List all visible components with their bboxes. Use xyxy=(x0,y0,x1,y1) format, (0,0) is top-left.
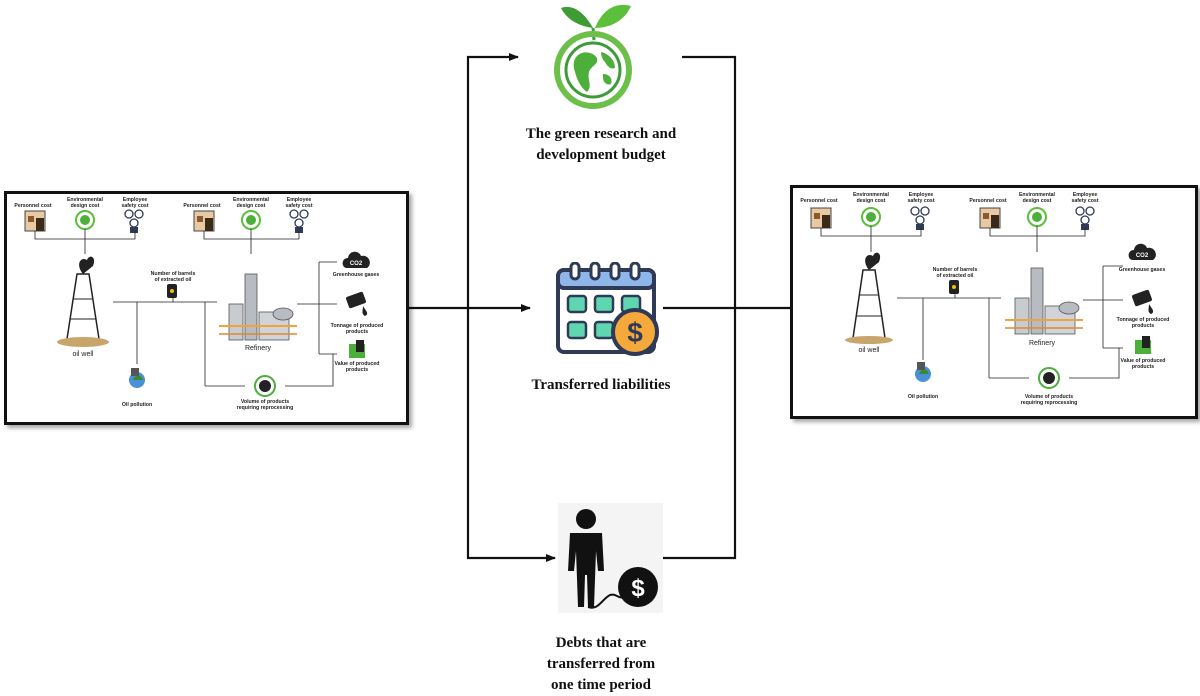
co2-cloud-icon: CO2 xyxy=(1128,243,1156,260)
debts-line1: Debts that are xyxy=(555,635,647,651)
personnel-icon-2 xyxy=(193,210,215,232)
safety-icon xyxy=(124,209,144,233)
liabilities-caption: Transferred liabilities xyxy=(531,377,671,393)
personnel-icon-2 xyxy=(979,207,1001,229)
co2-text: CO2 xyxy=(350,261,363,267)
env-design-label-4: design cost xyxy=(236,203,266,209)
environment-icon xyxy=(861,207,881,227)
env-design-label-1: Environmental xyxy=(66,197,104,203)
personnel-cost-label-2: Personnel cost xyxy=(969,198,1007,204)
co2-cloud-icon: CO2 xyxy=(342,251,370,268)
oil-well-label: oil well xyxy=(72,351,94,358)
safety-label-4: safety cost xyxy=(1071,198,1099,204)
tonnage-label-2: products xyxy=(345,329,369,335)
greenhouse-label: Greenhouse gases xyxy=(1118,267,1166,273)
oil-pollution-label: Oil pollution xyxy=(907,394,939,400)
personnel-cost-label: Personnel cost xyxy=(14,203,52,209)
env-design-label-3: Environmental xyxy=(232,197,270,203)
refinery-label: Refinery xyxy=(1028,340,1056,347)
barrels-label-2: of extracted oil xyxy=(936,273,974,279)
oil-well-label: oil well xyxy=(858,347,880,354)
tonnage-label-1: Tonnage of produced xyxy=(1116,317,1170,323)
safety-label-3: Employee xyxy=(1072,192,1098,198)
barrel-icon xyxy=(949,280,959,294)
personnel-icon xyxy=(810,207,832,229)
value-label-1: Value of produced xyxy=(1120,358,1166,364)
green-budget-caption: The green research and development budge… xyxy=(487,124,715,166)
svg-text:$: $ xyxy=(631,575,645,602)
oil-pollution-icon xyxy=(915,362,931,382)
reprocess-label-2: requiring reprocessing xyxy=(236,405,294,411)
reprocess-icon xyxy=(1038,367,1060,389)
barrels-stack-icon xyxy=(1132,289,1154,314)
safety-label-3: Employee xyxy=(286,197,312,203)
person-debt-icon: $ xyxy=(558,503,663,613)
safety-icon xyxy=(910,206,930,230)
debts-line2: transferred from xyxy=(546,656,656,672)
reprocess-icon xyxy=(254,375,276,397)
value-label-1: Value of produced xyxy=(334,361,380,367)
value-label-2: products xyxy=(1131,364,1155,370)
reprocess-label-1: Volume of products xyxy=(1024,394,1074,400)
tonnage-label-1: Tonnage of produced xyxy=(330,323,384,329)
safety-icon-2 xyxy=(1075,206,1095,230)
value-label-2: products xyxy=(345,367,369,373)
tonnage-label-2: products xyxy=(1131,323,1155,329)
barrels-label-1: Number of barrels xyxy=(932,267,978,273)
oil-pollution-label: Oil pollution xyxy=(121,402,153,408)
green-budget-line1: The green research and xyxy=(525,126,677,142)
debts-line3: one time period xyxy=(551,677,651,693)
environment-icon-2 xyxy=(1027,207,1047,227)
svg-text:$: $ xyxy=(627,317,643,348)
reprocess-label-2: requiring reprocessing xyxy=(1020,400,1078,406)
connector-debts-out xyxy=(663,308,737,560)
environment-icon xyxy=(75,210,95,230)
safety-label-1: Employee xyxy=(908,192,934,198)
co2-text: CO2 xyxy=(1136,253,1149,259)
oil-well-icon xyxy=(845,252,893,344)
green-budget-line2: development budget xyxy=(536,147,666,163)
process-panel-right: CO2 Personnel cost Environmental design … xyxy=(790,185,1198,419)
safety-icon-2 xyxy=(289,209,309,233)
connector-branch-down xyxy=(466,308,556,562)
barrels-label-2: of extracted oil xyxy=(154,277,192,283)
debts-caption: Debts that are transferred from one time… xyxy=(497,633,705,696)
green-globe-icon xyxy=(554,4,632,109)
connector-green-out xyxy=(682,55,737,308)
greenhouse-label: Greenhouse gases xyxy=(332,272,380,278)
process-diagram-left: CO2 xyxy=(24,209,370,397)
process-diagram-right: CO2 xyxy=(810,206,1156,389)
process-panel-left: CO2 Personnel cost Environmental design … xyxy=(4,191,409,425)
personnel-icon xyxy=(24,210,46,232)
env-design-label-2: design cost xyxy=(70,203,100,209)
oil-pollution-icon xyxy=(129,368,145,388)
environment-icon-2 xyxy=(241,210,261,230)
value-products-icon xyxy=(349,340,365,358)
personnel-cost-label-2: Personnel cost xyxy=(183,203,221,209)
refinery-label: Refinery xyxy=(244,345,272,352)
barrels-stack-icon xyxy=(346,291,368,316)
barrel-icon xyxy=(167,284,177,298)
oil-well-icon xyxy=(57,256,109,347)
safety-label-2: safety cost xyxy=(907,198,935,204)
safety-label-1: Employee xyxy=(122,197,148,203)
refinery-icon xyxy=(219,273,297,341)
refinery-icon xyxy=(1005,267,1083,335)
env-design-label-3: Environmental xyxy=(1018,192,1056,198)
env-design-label-1: Environmental xyxy=(852,192,890,198)
env-design-label-4: design cost xyxy=(1022,198,1052,204)
env-design-label-2: design cost xyxy=(856,198,886,204)
connector-branch-up xyxy=(466,53,519,308)
safety-label-2: safety cost xyxy=(121,203,149,209)
reprocess-label-1: Volume of products xyxy=(240,399,290,405)
safety-label-4: safety cost xyxy=(285,203,313,209)
barrels-label-1: Number of barrels xyxy=(150,271,196,277)
calendar-dollar-icon: $ xyxy=(556,262,659,356)
value-products-icon xyxy=(1135,336,1151,354)
personnel-cost-label: Personnel cost xyxy=(800,198,838,204)
